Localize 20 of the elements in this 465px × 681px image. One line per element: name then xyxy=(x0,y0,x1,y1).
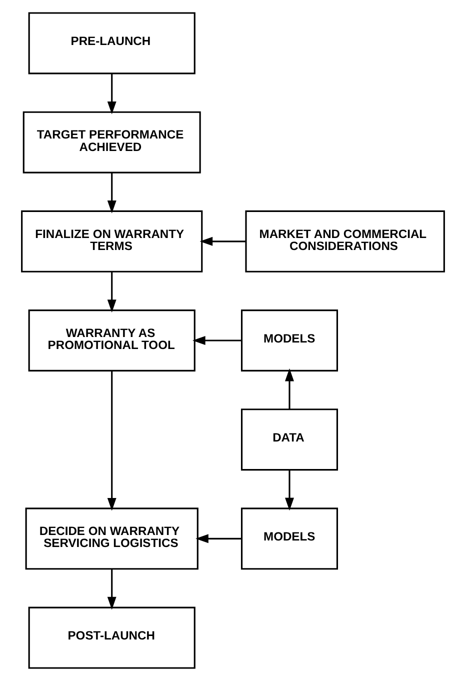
node-box: DATA xyxy=(240,408,338,471)
node-box: MODELS xyxy=(240,310,338,372)
node-box: DECIDE ON WARRANTY SERVICING LOGISTICS xyxy=(24,508,198,570)
node-box: FINALIZE ON WARRANTY TERMS xyxy=(20,210,202,272)
node-box: TARGET PERFORMANCE ACHIEVED xyxy=(22,111,200,174)
arrow xyxy=(106,172,116,214)
node-box: MARKET AND COMMERCIAL CONSIDERATIONS xyxy=(244,210,444,272)
arrow xyxy=(106,568,116,610)
arrow xyxy=(192,336,241,345)
arrow xyxy=(106,371,116,511)
arrow xyxy=(284,368,294,410)
arrow xyxy=(199,236,246,246)
arrow xyxy=(284,470,294,511)
node-box: MODELS xyxy=(240,508,338,570)
node-box: WARRANTY AS PROMOTIONAL TOOL xyxy=(28,310,195,372)
arrow xyxy=(195,534,241,544)
arrow xyxy=(106,272,116,312)
node-box: POST-LAUNCH xyxy=(28,606,195,669)
node-box: PRE-LAUNCH xyxy=(28,12,195,74)
arrow xyxy=(106,74,116,114)
